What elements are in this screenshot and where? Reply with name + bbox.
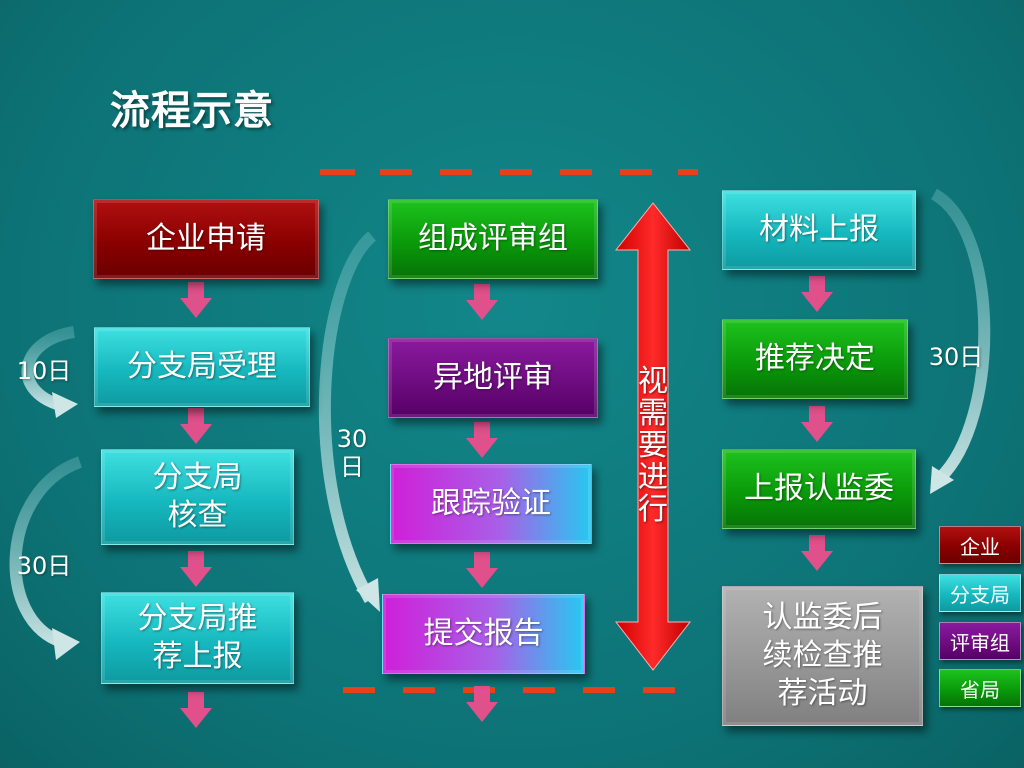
down-arrow-icon [466,422,498,458]
step-submit-report: 提交报告 [382,594,585,674]
curved-arrow-30d-mid [318,231,377,604]
step-branch-check: 分支局 核查 [101,449,294,545]
down-arrow-icon [466,552,498,588]
down-arrow-icon [466,284,498,320]
step-form-review-group: 组成评审组 [388,199,598,279]
step-remote-review: 异地评审 [388,338,598,418]
down-arrow-icon [180,282,212,318]
duration-label: 10日 [16,357,72,385]
step-branch-recommend: 分支局推 荐上报 [101,592,294,684]
step-enterprise-apply: 企业申请 [93,199,319,279]
down-arrow-icon [180,408,212,444]
vertical-note-char: 进 [638,460,668,495]
vertical-note-char: 视 [638,364,668,399]
down-arrow-icon [180,692,212,728]
legend-branch: 分支局 [939,574,1021,612]
step-branch-accept: 分支局受理 [94,327,310,407]
duration-label: 30 日 [336,425,368,481]
page-title: 流程示意 [110,88,274,134]
down-arrow-icon [466,686,498,722]
vertical-note-char: 需 [638,396,668,431]
curved-arrow-10d [21,326,76,411]
vertical-note: 视 需 要 进 行 [633,366,673,526]
legend-enterprise: 企业 [939,526,1021,564]
down-arrow-icon [801,535,833,571]
step-recommend-decision: 推荐决定 [722,319,908,399]
legend-province: 省局 [939,669,1021,707]
curved-arrow-30d-right [930,188,991,483]
step-track-verify: 跟踪验证 [390,464,592,544]
legend-review-group: 评审组 [939,622,1021,660]
down-arrow-icon [180,551,212,587]
curved-arrow-30d-left [9,456,83,648]
duration-label: 30日 [16,552,72,580]
step-report-committee: 上报认监委 [722,449,916,529]
step-material-report: 材料上报 [722,190,916,270]
vertical-note-char: 行 [638,492,668,527]
down-arrow-icon [801,276,833,312]
step-committee-followup: 认监委后 续检查推 荐活动 [722,586,923,726]
double-arrow-icon [614,202,692,671]
duration-label: 30日 [928,343,984,371]
vertical-note-char: 要 [638,428,668,463]
down-arrow-icon [801,406,833,442]
